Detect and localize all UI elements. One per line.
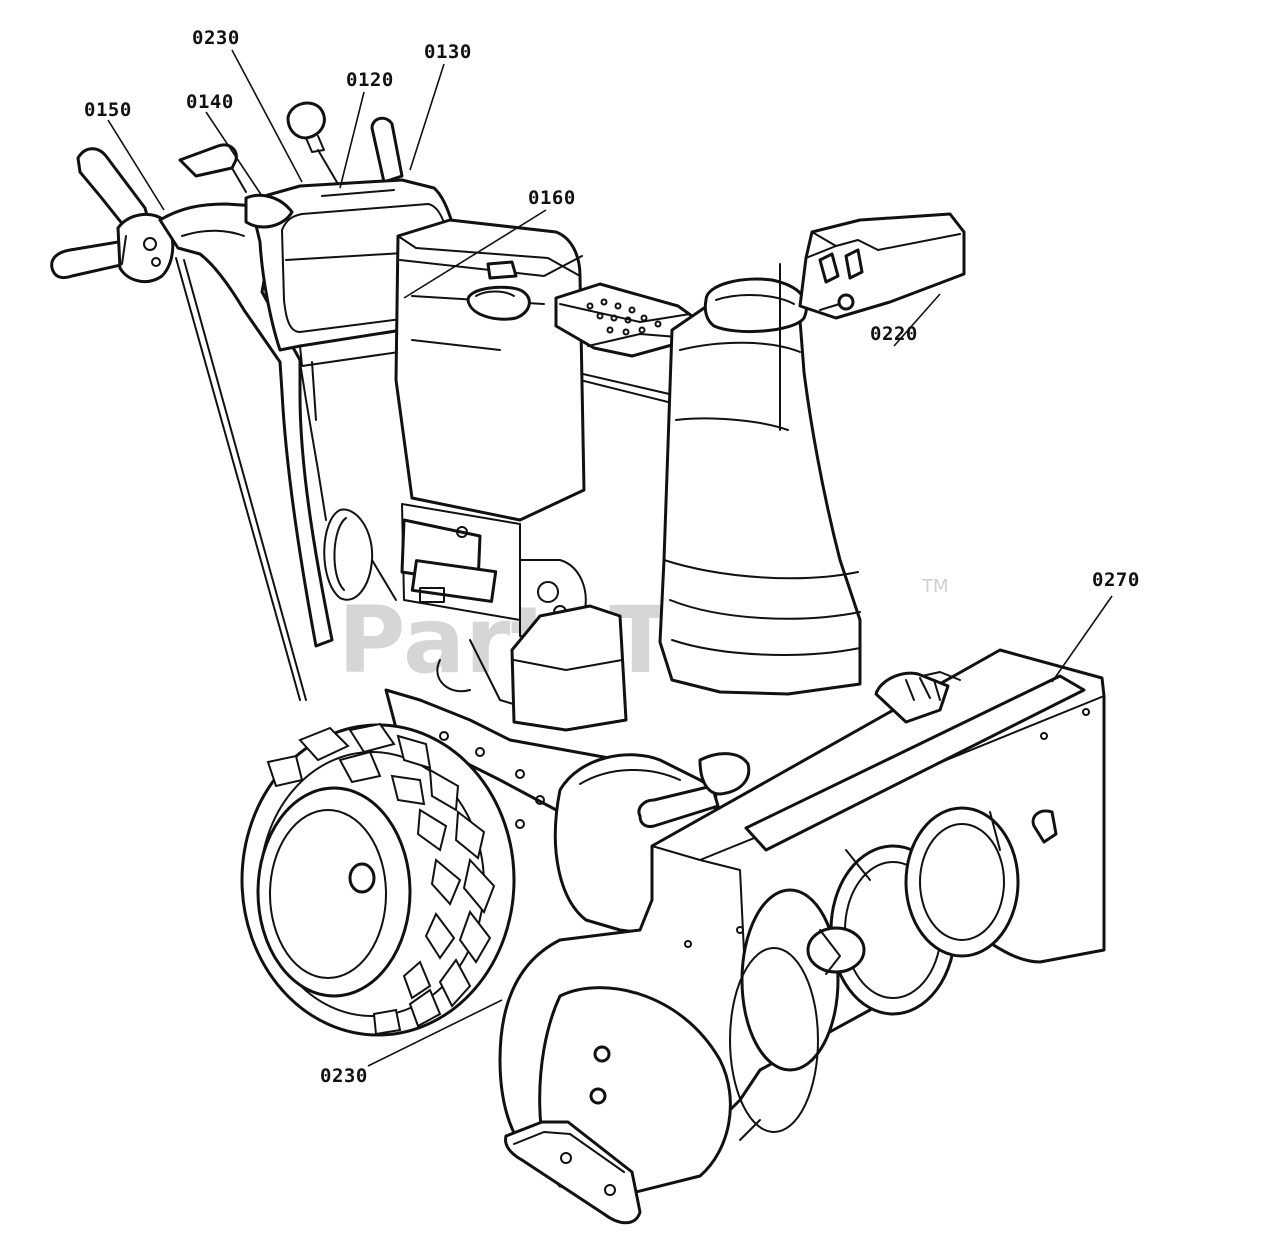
fuel-cap xyxy=(466,260,531,321)
callout-labels: 0230 0130 0120 0140 0150 0160 0220 0270 … xyxy=(84,27,1140,1087)
callout-0130: 0130 xyxy=(424,41,472,63)
muffler-shield xyxy=(510,604,628,732)
watermark-trademark: TM xyxy=(921,576,949,597)
callout-0140: 0140 xyxy=(186,91,234,113)
left-wheel xyxy=(240,722,516,1037)
discharge-chute xyxy=(658,277,862,696)
recoil-starter-rope xyxy=(323,508,397,601)
callout-0270: 0270 xyxy=(1092,569,1140,591)
skid-shoe xyxy=(504,1120,642,1225)
auger-blades xyxy=(729,806,1020,1141)
callout-0120: 0120 xyxy=(346,69,394,91)
callout-0230-bottom: 0230 xyxy=(320,1065,368,1087)
right-handle xyxy=(370,116,404,184)
chute-deflector xyxy=(779,212,966,431)
lever-paddle xyxy=(178,143,247,193)
engine-block xyxy=(394,218,586,621)
leader-lines xyxy=(107,49,1113,1067)
callout-0160: 0160 xyxy=(528,187,576,209)
air-filter-grille xyxy=(586,298,662,336)
callout-0220: 0220 xyxy=(870,323,918,345)
left-handle xyxy=(50,147,175,284)
choke-knob xyxy=(286,101,339,185)
callout-0230-top: 0230 xyxy=(192,27,240,49)
tire-tread xyxy=(266,722,496,1036)
callout-0150: 0150 xyxy=(84,99,132,121)
